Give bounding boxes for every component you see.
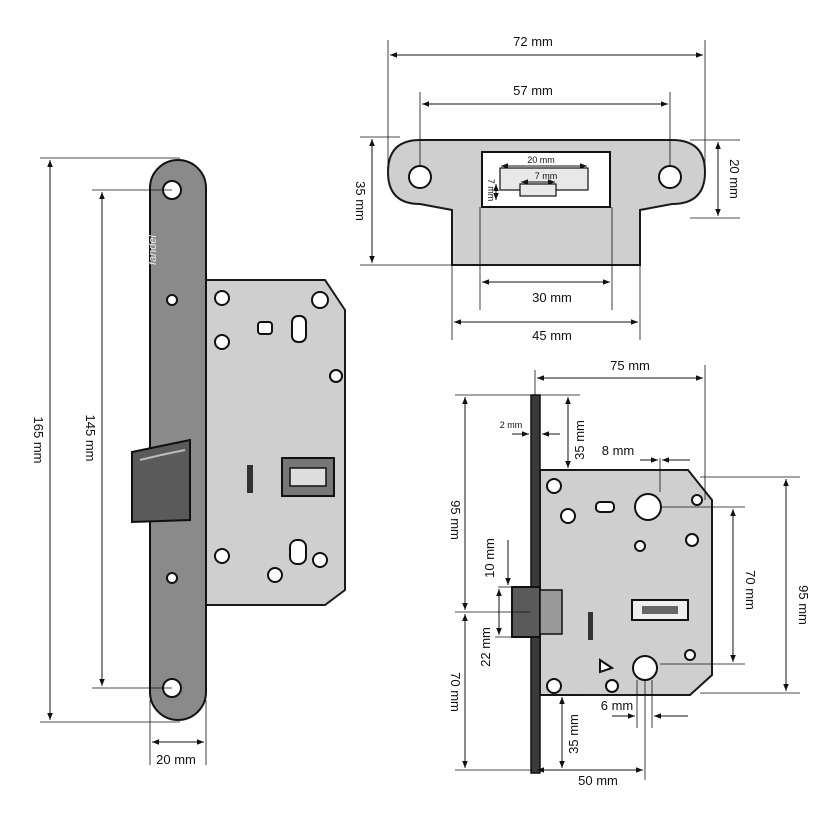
dim-strike-inner-width: 20 mm [527,155,555,165]
dim-lower-height: 70 mm [448,672,463,712]
dim-latch-length: 22 mm [478,627,493,667]
front-view: fandel 165 mm 145 mm 20 mm [31,157,346,767]
dim-strike-flange-height: 20 mm [727,159,742,199]
faceplate-front [149,159,207,721]
brand-engraving: fandel [147,234,159,265]
dim-body-width: 75 mm [610,358,650,373]
handle-hole [634,493,662,521]
dim-body-height: 95 mm [796,585,811,625]
dim-strike-inner-height: 7 mm [486,179,496,202]
dim-upper-height: 95 mm [448,500,463,540]
dim-faceplate-thickness: 2 mm [500,420,523,430]
dim-hole-spacing: 145 mm [83,415,98,462]
dim-strike-opening: 30 mm [532,290,572,305]
dim-key-hole: 6 mm [601,698,634,713]
dim-strike-plate-width: 45 mm [532,328,572,343]
dim-latch-height: 10 mm [482,538,497,578]
latch-bolt-front [131,438,191,524]
dim-backset: 50 mm [578,773,618,788]
dim-total-height: 165 mm [31,417,46,464]
strike-plate-view: 72 mm 57 mm 20 mm 7 mm 7 mm 35 mm 20 mm … [353,34,742,343]
dim-strike-inner-small: 7 mm [535,171,558,181]
dim-strike-hole-spacing: 57 mm [513,83,553,98]
dim-strike-height: 35 mm [353,181,368,221]
dim-top-offset: 35 mm [572,420,587,460]
strike-right-hole [658,165,682,189]
faceplate-edge [530,394,541,774]
dim-bottom-offset: 35 mm [566,714,581,754]
strike-left-hole [408,165,432,189]
dim-faceplate-width: 20 mm [156,752,196,767]
side-view: 75 mm 2 mm 35 mm 8 mm 95 mm 70 mm 10 mm … [448,358,811,788]
dim-hole-offset: 8 mm [602,443,635,458]
lock-body-side [539,469,713,696]
dim-strike-overall: 72 mm [513,34,553,49]
key-hole [632,655,658,681]
dim-center-spacing: 70 mm [743,570,758,610]
